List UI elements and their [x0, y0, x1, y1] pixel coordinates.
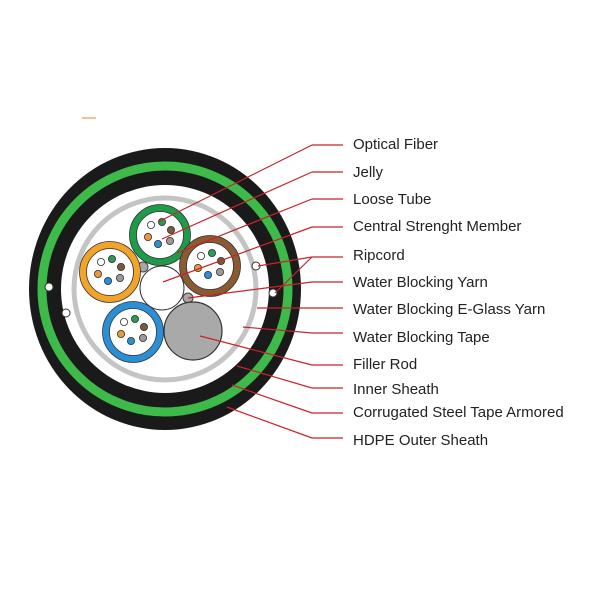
leader-line	[226, 406, 313, 439]
central-strength-member	[139, 265, 185, 311]
ripcord	[61, 308, 71, 318]
loose-tube-orange	[79, 241, 141, 303]
leader-line	[257, 256, 313, 267]
optical-fiber	[104, 276, 113, 285]
label-loose-tube: Loose Tube	[353, 191, 432, 208]
optical-fiber	[130, 314, 139, 323]
optical-fiber	[215, 267, 224, 276]
leader-line	[231, 384, 313, 414]
leader-line	[236, 365, 313, 389]
loose-tube-brown	[179, 235, 241, 297]
filler-rod	[163, 301, 223, 361]
loose-tube-green	[129, 204, 191, 266]
loose-tube-ring	[129, 204, 191, 266]
leader-line	[161, 171, 313, 240]
optical-fiber	[165, 236, 174, 245]
optical-fiber	[207, 248, 216, 257]
optical-fiber	[120, 317, 129, 326]
loose-tube-blue	[102, 301, 164, 363]
label-water-blocking-tape: Water Blocking Tape	[353, 329, 490, 346]
optical-fiber	[146, 220, 155, 229]
loose-tube-ring	[179, 235, 241, 297]
corrugated-steel-tape-armor	[37, 161, 293, 417]
optical-fiber	[143, 232, 152, 241]
optical-fiber	[97, 257, 106, 266]
label-inner-sheath: Inner Sheath	[353, 381, 439, 398]
optical-fiber	[203, 270, 212, 279]
optical-fiber	[196, 251, 205, 260]
optical-fiber	[108, 254, 117, 263]
label-corrugated-steel-tape-armored: Corrugated Steel Tape Armored	[353, 404, 564, 421]
label-water-blocking-e-glass-yarn: Water Blocking E-Glass Yarn	[353, 301, 546, 318]
optical-fiber	[153, 239, 162, 248]
optical-fiber	[94, 269, 103, 278]
ripcord	[44, 282, 54, 292]
loose-tube-ring	[102, 301, 164, 363]
label-filler-rod: Filler Rod	[353, 356, 418, 373]
optical-fiber	[138, 333, 147, 342]
leader-line	[199, 335, 313, 366]
optical-fiber	[117, 262, 126, 271]
optical-fiber	[127, 336, 136, 345]
leader-line	[157, 144, 313, 223]
label-optical-fiber: Optical Fiber	[353, 136, 439, 153]
ripcord	[268, 288, 278, 298]
leader-line	[187, 281, 313, 299]
label-central-strength-member: Central Strenght Member	[353, 218, 522, 235]
optical-fiber	[139, 322, 148, 331]
loose-tube-ring	[79, 241, 141, 303]
label-ripcord: Ripcord	[353, 247, 405, 264]
label-hdpe-outer-sheath: HDPE Outer Sheath	[353, 432, 489, 449]
leader-line	[274, 256, 313, 294]
label-jelly: Jelly	[353, 164, 384, 181]
optical-fiber	[116, 273, 125, 282]
optical-fiber	[117, 329, 126, 338]
label-water-blocking-yarn: Water Blocking Yarn	[353, 274, 488, 291]
leader-line	[176, 198, 313, 254]
optical-fiber	[166, 225, 175, 234]
leader-line	[242, 326, 313, 334]
leader-line	[162, 226, 313, 283]
